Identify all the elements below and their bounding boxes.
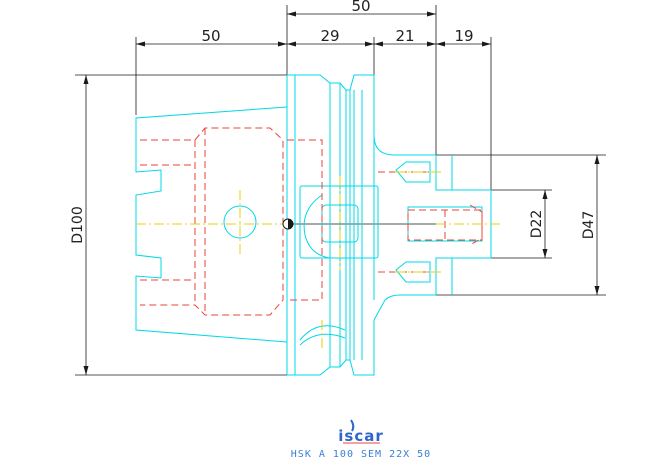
dim-diameter-bore: D22 [529, 210, 545, 239]
dimension-lines [75, 5, 606, 376]
part-outline [135, 74, 492, 376]
gauge-point-marker [282, 218, 294, 230]
dim-diameter-collar: D47 [581, 211, 597, 240]
dim-nose: 19 [454, 27, 473, 45]
logo: iscar [338, 419, 383, 445]
center-lines [136, 171, 500, 350]
dim-top-overall: 50 [351, 0, 370, 15]
dimension-labels: 50 50 29 21 19 D100 D47 D22 [70, 0, 597, 244]
dim-flange: 29 [320, 27, 339, 45]
hidden-lines [140, 127, 483, 316]
dim-left-length: 50 [201, 27, 220, 45]
logo-text: iscar [338, 427, 383, 445]
dim-collar: 21 [395, 27, 414, 45]
dim-diameter-overall: D100 [70, 206, 86, 244]
tool-designation: HSK A 100 SEM 22X 50 [291, 449, 431, 460]
